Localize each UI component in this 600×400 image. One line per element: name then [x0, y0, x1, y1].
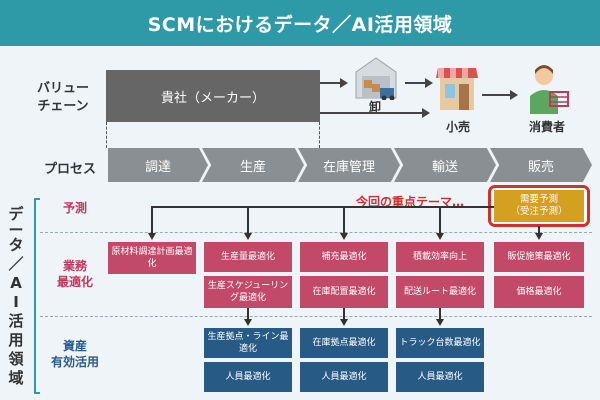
- arrow-head: [425, 78, 433, 88]
- consumer-label: 消費者: [528, 120, 565, 134]
- arrow-head: [340, 233, 348, 240]
- guide-line-left: [106, 122, 108, 148]
- business-cell: 配送ルート最適化: [396, 276, 484, 308]
- forecast-row-label: 予測: [62, 201, 87, 215]
- header-banner: SCMにおけるデータ／AI活用領域: [0, 0, 600, 46]
- focus-theme-text: 今回の重点テーマ…: [356, 195, 465, 209]
- arrow-head: [510, 90, 518, 100]
- asset-cell: 人員最適化: [204, 362, 292, 392]
- connector: [151, 206, 153, 234]
- arrow-head: [244, 319, 252, 326]
- arrow-company-to-retail: [320, 112, 424, 114]
- business-cell: 積載効率向上: [396, 242, 484, 272]
- connector: [343, 206, 345, 234]
- guide-line-right: [319, 122, 321, 148]
- business-cell: 原材料調達計画最適化: [108, 242, 196, 274]
- arrow-head: [422, 108, 430, 118]
- connector: [538, 226, 540, 234]
- page-title: SCMにおけるデータ／AI活用領域: [147, 13, 453, 36]
- forecast-distribution-line: [152, 206, 494, 208]
- business-cell: 販促施策最適化: [494, 242, 584, 272]
- arrow-head: [340, 78, 348, 88]
- process-step: 調達: [108, 148, 208, 182]
- shop-icon: [436, 60, 478, 112]
- arrow-head: [436, 233, 444, 240]
- connector: [247, 206, 249, 234]
- business-cell: 価格最適化: [494, 276, 584, 308]
- arrow-head: [244, 233, 252, 240]
- connector: [343, 308, 345, 320]
- consumer-icon: [522, 62, 572, 114]
- connector: [439, 206, 441, 234]
- row-separator: [40, 232, 592, 233]
- arrow-head: [340, 319, 348, 326]
- warehouse-truck-icon: [350, 54, 402, 101]
- domain-bracket: [34, 198, 40, 394]
- arrow-head: [436, 319, 444, 326]
- asset-cell: 人員最適化: [300, 362, 388, 392]
- process-step: 生産: [202, 148, 304, 182]
- arrow-head: [148, 233, 156, 240]
- process-step: 輸送: [394, 148, 496, 182]
- value-chain-label: バリュー チェーン: [36, 81, 89, 114]
- asset-cell: 生産拠点・ライン最適化: [204, 328, 292, 358]
- process-step: 在庫管理: [298, 148, 400, 182]
- business-cell: 生産スケジューリング最適化: [204, 276, 292, 308]
- arrow-head: [535, 233, 543, 240]
- business-row-label: 業務 最適化: [56, 259, 93, 289]
- process-label: プロセス: [44, 162, 97, 177]
- asset-row-label: 資産 有効活用: [50, 339, 99, 369]
- data-ai-domain-label: デ ー タ ／ A I 活 用 領 域: [8, 205, 24, 387]
- company-label: 貴社（メーカー）: [160, 90, 265, 106]
- arrow-company-to-wholesale: [320, 82, 342, 84]
- arrow-retail-to-consumer: [482, 94, 512, 96]
- asset-cell: 人員最適化: [396, 362, 484, 392]
- retail-label: 小売: [445, 120, 470, 134]
- wholesale-label: 卸: [368, 100, 381, 114]
- connector: [247, 308, 249, 320]
- company-block: 貴社（メーカー）: [106, 70, 320, 122]
- arrow-wholesale-to-retail: [405, 82, 427, 84]
- demand-forecast-box: 需要予測 （受注予測）: [494, 190, 584, 222]
- business-cell: 在庫配置最適化: [300, 276, 388, 308]
- connector: [439, 308, 441, 320]
- asset-cell: トラック台数最適化: [396, 328, 484, 358]
- row-separator: [40, 316, 592, 317]
- business-cell: 補充最適化: [300, 242, 388, 272]
- asset-cell: 在庫拠点最適化: [300, 328, 388, 358]
- process-step: 販売: [490, 148, 592, 182]
- business-cell: 生産量最適化: [204, 242, 292, 272]
